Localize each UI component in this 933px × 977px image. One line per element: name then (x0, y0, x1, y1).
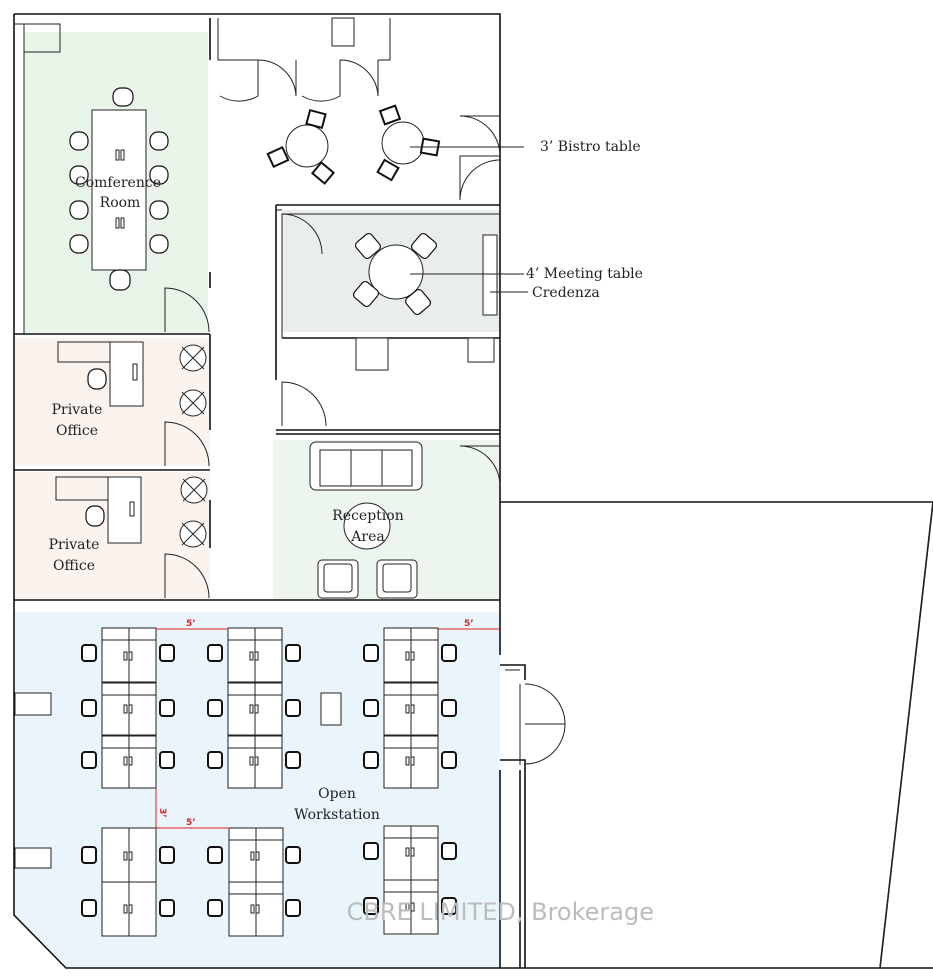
dimension-label-2: 5’ (464, 619, 474, 629)
bistro-table-2 (381, 121, 425, 165)
dimension-label-3: 5’ (186, 818, 196, 828)
credenza-callout: Credenza (532, 285, 600, 301)
reception-label: Reception (332, 508, 403, 524)
dimension-label-4: 3’ (157, 808, 167, 818)
workstation-cluster (101, 627, 439, 937)
outer-wall (13, 13, 520, 969)
inner-walls (14, 18, 500, 601)
building-corner (879, 503, 933, 969)
private-office-1-desk (109, 341, 144, 407)
private-office-2-label-2: Office (53, 558, 95, 574)
reception-sofa (309, 441, 423, 491)
conference-table (91, 109, 147, 271)
watermark: CBRE LIMITED, Brokerage (347, 898, 654, 926)
bistro-table-callout: 3’ Bistro table (540, 139, 641, 155)
bistro-table-1 (285, 124, 329, 168)
private-office-2-label: Private (49, 537, 100, 553)
building-exterior (500, 501, 933, 969)
private-office-1-label-2: Office (56, 423, 98, 439)
meeting-table (368, 244, 424, 300)
conference-room-label: Comference (75, 175, 161, 191)
reception-coffee-table (343, 502, 391, 550)
workstation-label: Open (318, 786, 356, 802)
workstation-label-2: Workstation (294, 807, 380, 823)
credenza (482, 234, 498, 316)
private-office-2-desk (107, 476, 142, 544)
conference-chairs (69, 87, 169, 291)
dimension-label-1: 5’ (186, 619, 196, 629)
private-office-1-label: Private (52, 402, 103, 418)
meeting-table-callout: 4’ Meeting table (526, 266, 643, 282)
conference-room-label-2: Room (100, 195, 141, 211)
reception-label-2: Area (350, 529, 384, 545)
